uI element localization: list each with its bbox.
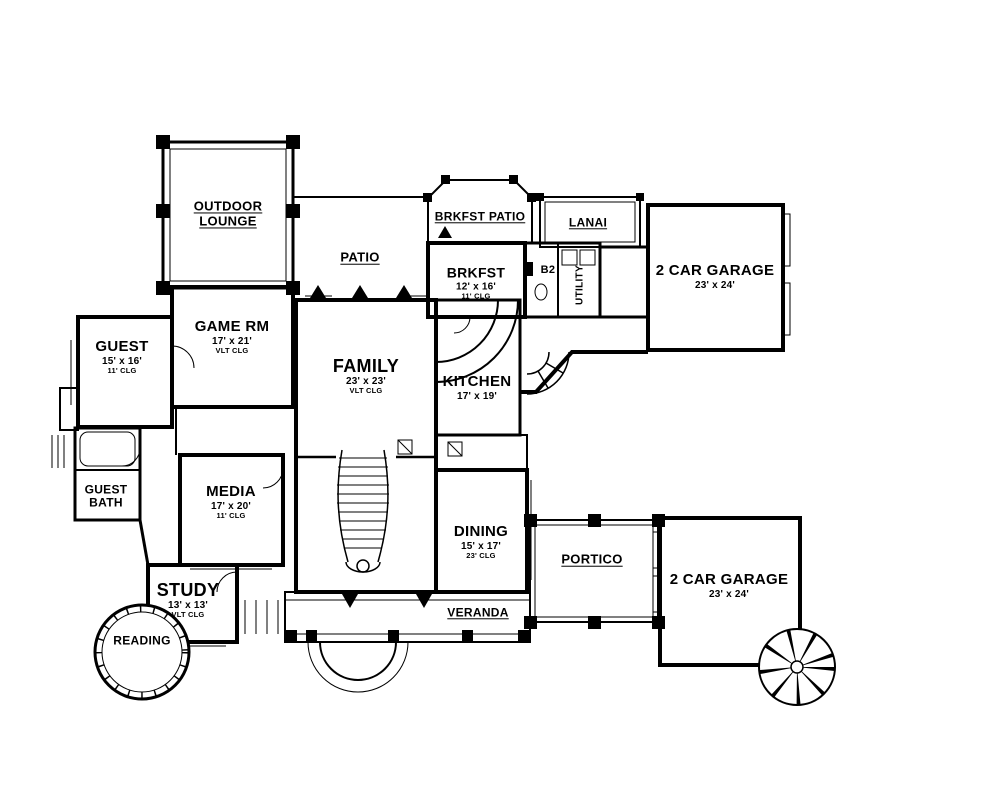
room-dims: 12' x 16' — [456, 281, 496, 293]
room-dims: 15' x 16' — [102, 355, 142, 367]
room-dims: 13' x 13' — [168, 600, 208, 612]
room-label-b2: B2 — [540, 263, 556, 276]
room-dims: 17' x 21' — [212, 335, 252, 347]
room-label-utility: UTILITY — [574, 265, 586, 305]
outdoor-structures — [284, 179, 659, 693]
curved-steps — [526, 351, 570, 395]
room-name: KITCHEN — [442, 373, 512, 391]
room-ceiling: VLT CLG — [215, 345, 249, 355]
room-label-patio: PATIO — [340, 249, 380, 265]
fixtures — [79, 249, 596, 467]
room-ceiling: VLT CLG — [349, 386, 383, 396]
room-label-dining: DINING 15' x 17' 23' CLG — [453, 522, 509, 560]
room-name: 2 CAR GARAGE — [669, 571, 789, 589]
room-label-lanai: LANAI — [568, 215, 608, 230]
room-name: GUEST — [95, 337, 149, 355]
room-label-guest-bath: GUEST BATH — [84, 482, 128, 511]
room-label-garage-lower: 2 CAR GARAGE 23' x 24' — [669, 571, 789, 600]
room-dims: 23' x 24' — [709, 588, 749, 600]
room-ceiling: 11' CLG — [107, 365, 137, 375]
room-name: 2 CAR GARAGE — [655, 262, 775, 280]
room-label-brkfst: BRKFST 12' x 16' 11' CLG — [447, 265, 506, 300]
room-name: STUDY — [156, 580, 220, 601]
room-label-kitchen: KITCHEN 17' x 19' — [442, 373, 512, 402]
room-label-study: STUDY 13' x 13' VLT CLG — [157, 580, 220, 620]
door-swings — [121, 316, 471, 593]
room-label-portico: PORTICO — [561, 551, 623, 567]
door-panels — [310, 226, 452, 608]
room-label-family: FAMILY 23' x 23' VLT CLG — [333, 356, 399, 396]
kitchen-counters — [435, 299, 519, 383]
room-name-line: BATH — [89, 496, 123, 510]
garage-doors — [652, 213, 791, 613]
room-ceiling: 11' CLG — [216, 510, 246, 520]
room-ceiling: 11' CLG — [461, 291, 491, 301]
grand-staircase — [337, 449, 389, 573]
room-name: BRKFST — [446, 264, 506, 281]
room-label-brkfst-patio: BRKFST PATIO — [434, 209, 526, 224]
room-label-garage-upper: 2 CAR GARAGE 23' x 24' — [655, 262, 775, 291]
room-name: GAME RM — [194, 317, 270, 335]
reading-turret — [93, 603, 191, 701]
room-name-line: LOUNGE — [199, 213, 257, 228]
room-dims: 17' x 19' — [457, 390, 497, 402]
room-ceiling: VLT CLG — [171, 610, 205, 620]
room-name: FAMILY — [332, 356, 400, 377]
room-dims: 17' x 20' — [211, 500, 251, 512]
room-label-game-rm: GAME RM 17' x 21' VLT CLG — [194, 317, 270, 355]
room-dims: 23' x 24' — [695, 279, 735, 291]
spiral-stair — [758, 628, 836, 706]
room-dims: 23' x 23' — [346, 376, 386, 388]
room-label-veranda: VERANDA — [447, 605, 509, 620]
posts — [156, 135, 665, 641]
room-dims: 15' x 17' — [461, 540, 501, 552]
room-name-line: OUTDOOR — [193, 198, 263, 214]
room-label-reading: READING — [113, 633, 171, 648]
room-name-line: GUEST — [84, 482, 128, 497]
room-name: DINING — [453, 522, 509, 540]
room-label-guest: GUEST 15' x 16' 11' CLG — [95, 337, 149, 375]
room-label-media: MEDIA 17' x 20' 11' CLG — [206, 482, 256, 520]
room-label-outdoor-lounge: OUTDOOR LOUNGE — [194, 199, 263, 228]
room-name: MEDIA — [206, 482, 256, 500]
room-ceiling: 23' CLG — [466, 550, 496, 560]
